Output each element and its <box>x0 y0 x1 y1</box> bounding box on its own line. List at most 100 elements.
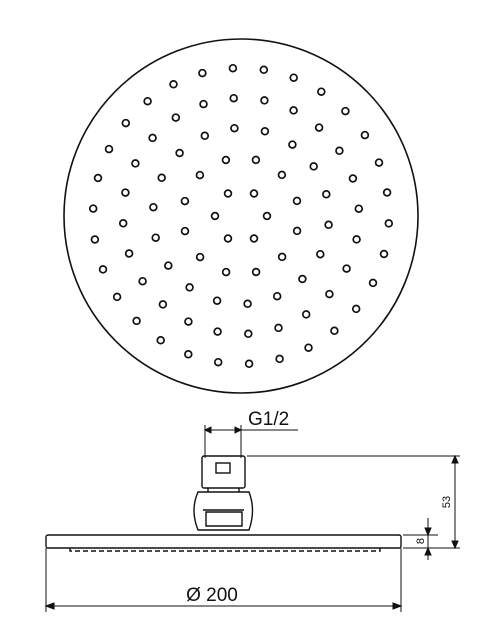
nozzle-hole <box>184 350 193 359</box>
nozzle-hole <box>138 276 147 286</box>
nozzle-hole <box>314 123 324 132</box>
top-view <box>63 38 419 394</box>
nozzle-hole <box>259 65 269 75</box>
nozzle-hole <box>151 233 160 242</box>
nozzle-hole <box>322 190 331 199</box>
nozzle-hole <box>324 220 333 230</box>
nozzle-hole <box>104 144 114 154</box>
nozzle-hole <box>143 96 152 106</box>
nozzle-hole <box>243 299 252 309</box>
nozzle-hole <box>195 170 205 180</box>
nozzle-hole <box>309 162 318 171</box>
nozzle-hole <box>260 96 269 105</box>
nozzle-hole <box>199 99 208 109</box>
nozzle-hole <box>90 235 100 244</box>
nozzle-hole <box>354 204 364 213</box>
nozzle-hole <box>342 264 351 273</box>
nut-detail <box>215 462 231 474</box>
nozzle-hole <box>132 316 141 326</box>
nozzle-hole <box>382 188 392 197</box>
nozzle-hole <box>374 158 384 167</box>
head-plate <box>45 534 402 549</box>
plate-thickness-label: 8 <box>415 538 427 544</box>
nozzle-hole <box>229 93 238 103</box>
dimension-lines <box>44 425 460 612</box>
nozzle-hole <box>200 131 210 141</box>
nozzle-hole <box>288 140 297 149</box>
nozzle-hole <box>244 329 253 339</box>
nozzle-hole <box>223 189 233 198</box>
ball-joint <box>193 491 254 531</box>
nozzle-hole <box>341 106 350 116</box>
nozzle-hole <box>223 234 233 243</box>
nozzle-hole <box>157 173 166 183</box>
nozzle-hole <box>221 267 231 277</box>
shower-head-face-outline <box>63 38 419 394</box>
nozzle-hole <box>148 133 157 143</box>
nozzle-hole <box>260 127 270 136</box>
connector-nut <box>201 455 246 489</box>
nozzle-hole <box>88 204 98 213</box>
nozzle-hole <box>249 234 259 243</box>
nozzle-hole <box>230 123 239 133</box>
side-view <box>45 455 402 552</box>
nozzle-hole <box>298 274 307 284</box>
nozzle-hole <box>360 130 370 140</box>
nozzle-hole <box>352 235 361 244</box>
nozzle-hole <box>301 310 311 319</box>
nozzle-hole <box>118 219 128 228</box>
nozzle-hole <box>175 148 184 158</box>
nozzle-hole <box>251 267 261 277</box>
nozzle-hole <box>292 226 302 236</box>
nozzle-hole <box>121 188 130 197</box>
nozzle-hole <box>289 106 298 115</box>
nozzle-hole <box>93 173 103 183</box>
nozzle-hole <box>351 304 361 314</box>
nozzle-hole <box>348 174 358 183</box>
nozzle-hole <box>384 219 394 228</box>
nozzle-hole <box>169 80 178 89</box>
nozzle-hole <box>249 189 259 198</box>
height-dimension-label: 53 <box>441 496 453 508</box>
nozzle-hole <box>180 196 190 206</box>
nozzle-hole <box>112 292 122 302</box>
nozzle-hole <box>210 211 220 221</box>
nozzle-hole <box>121 118 131 128</box>
nozzle-hole <box>185 283 194 292</box>
nozzle-hole <box>180 226 190 236</box>
nozzle-hole <box>212 296 222 305</box>
nozzle-holes <box>88 63 394 369</box>
nozzle-hole <box>289 73 298 82</box>
thread-size-label: G1/2 <box>248 409 289 430</box>
nozzle-hole <box>272 291 282 301</box>
nozzle-hole <box>317 87 326 96</box>
nozzle-hole <box>124 249 134 258</box>
nozzle-hole <box>164 261 173 270</box>
nozzle-hole <box>156 336 165 345</box>
nozzle-hole <box>184 317 193 326</box>
nozzle-hole <box>368 278 378 288</box>
nozzle-hole <box>198 68 207 78</box>
nozzle-hole <box>330 326 339 336</box>
nozzle-hole <box>213 357 223 367</box>
nozzle-hole <box>277 252 287 262</box>
nozzle-hole <box>228 63 238 73</box>
nozzle-hole <box>149 202 158 212</box>
nozzle-hole <box>98 265 108 274</box>
nozzle-hole <box>274 323 283 333</box>
nozzle-hole <box>335 146 344 156</box>
nozzle-hole <box>131 159 140 168</box>
nozzle-hole <box>277 170 287 180</box>
nozzle-hole <box>304 343 313 352</box>
nozzle-hole <box>158 300 168 309</box>
nozzle-hole <box>213 327 222 336</box>
nozzle-hole <box>262 211 272 221</box>
nozzle-hole <box>195 252 205 262</box>
nozzle-hole <box>292 196 302 206</box>
nozzle-hole <box>316 249 325 259</box>
nozzle-hole <box>171 113 181 122</box>
nozzle-hole <box>325 289 334 299</box>
nozzle-hole <box>275 354 284 364</box>
diameter-label: Ø 200 <box>186 585 238 606</box>
